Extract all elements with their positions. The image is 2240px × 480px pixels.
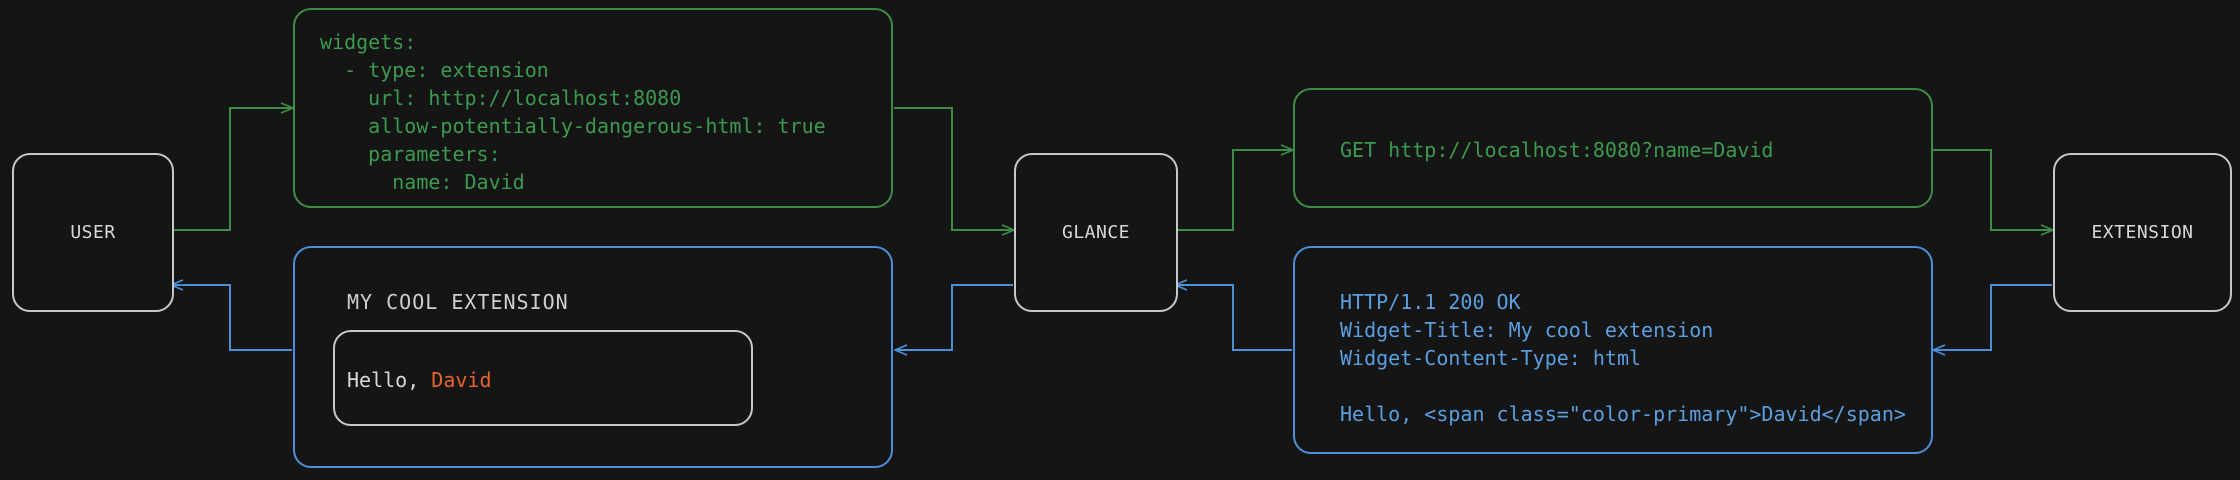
edge-extension-to-response [1934, 284, 2052, 350]
edge-response-to-glance [1176, 285, 1292, 351]
config-yaml-line-5: name: David [320, 170, 525, 194]
http-response-line-2: Widget-Content-Type: html [1340, 346, 1642, 370]
node-extension-label: EXTENSION [2091, 222, 2194, 243]
message-box-config-yaml [293, 8, 893, 208]
edge-glance-to-request [1174, 150, 1292, 231]
rendered-widget-greeting: Hello, [347, 368, 432, 392]
config-yaml-line-4: parameters: [320, 142, 501, 166]
config-yaml-code: widgets: - type: extension url: http://l… [320, 28, 880, 196]
edge-widget-to-user [172, 285, 292, 351]
node-extension[interactable]: EXTENSION [2053, 153, 2232, 312]
node-user-label: USER [70, 222, 116, 243]
config-yaml-line-2: url: http://localhost:8080 [320, 86, 682, 110]
message-box-http-request [1293, 88, 1933, 208]
http-request-line-0: GET http://localhost:8080?name=David [1340, 138, 1774, 162]
edge-config-to-glance [894, 107, 1013, 230]
config-yaml-line-1: - type: extension [320, 58, 549, 82]
rendered-widget-card [333, 330, 753, 426]
message-box-http-response [1293, 246, 1933, 454]
http-response-code: HTTP/1.1 200 OK Widget-Title: My cool ex… [1340, 288, 1940, 428]
node-glance[interactable]: GLANCE [1014, 153, 1178, 312]
edge-user-to-config [170, 108, 292, 231]
rendered-widget-body: Hello, David [347, 368, 492, 392]
config-yaml-line-3: allow-potentially-dangerous-html: true [320, 114, 826, 138]
http-response-line-4: Hello, <span class="color-primary">David… [1340, 402, 1906, 426]
node-glance-label: GLANCE [1061, 222, 1131, 243]
http-request-code: GET http://localhost:8080?name=David [1340, 136, 1940, 164]
node-user[interactable]: USER [12, 153, 174, 312]
edge-glance-to-widget [896, 284, 1013, 350]
http-response-line-0: HTTP/1.1 200 OK [1340, 290, 1521, 314]
rendered-widget-title: MY COOL EXTENSION [347, 290, 569, 314]
rendered-widget-name: David [431, 368, 492, 392]
http-response-line-1: Widget-Title: My cool extension [1340, 318, 1714, 342]
edge-request-to-extension [1932, 149, 2052, 230]
config-yaml-line-0: widgets: [320, 30, 417, 54]
